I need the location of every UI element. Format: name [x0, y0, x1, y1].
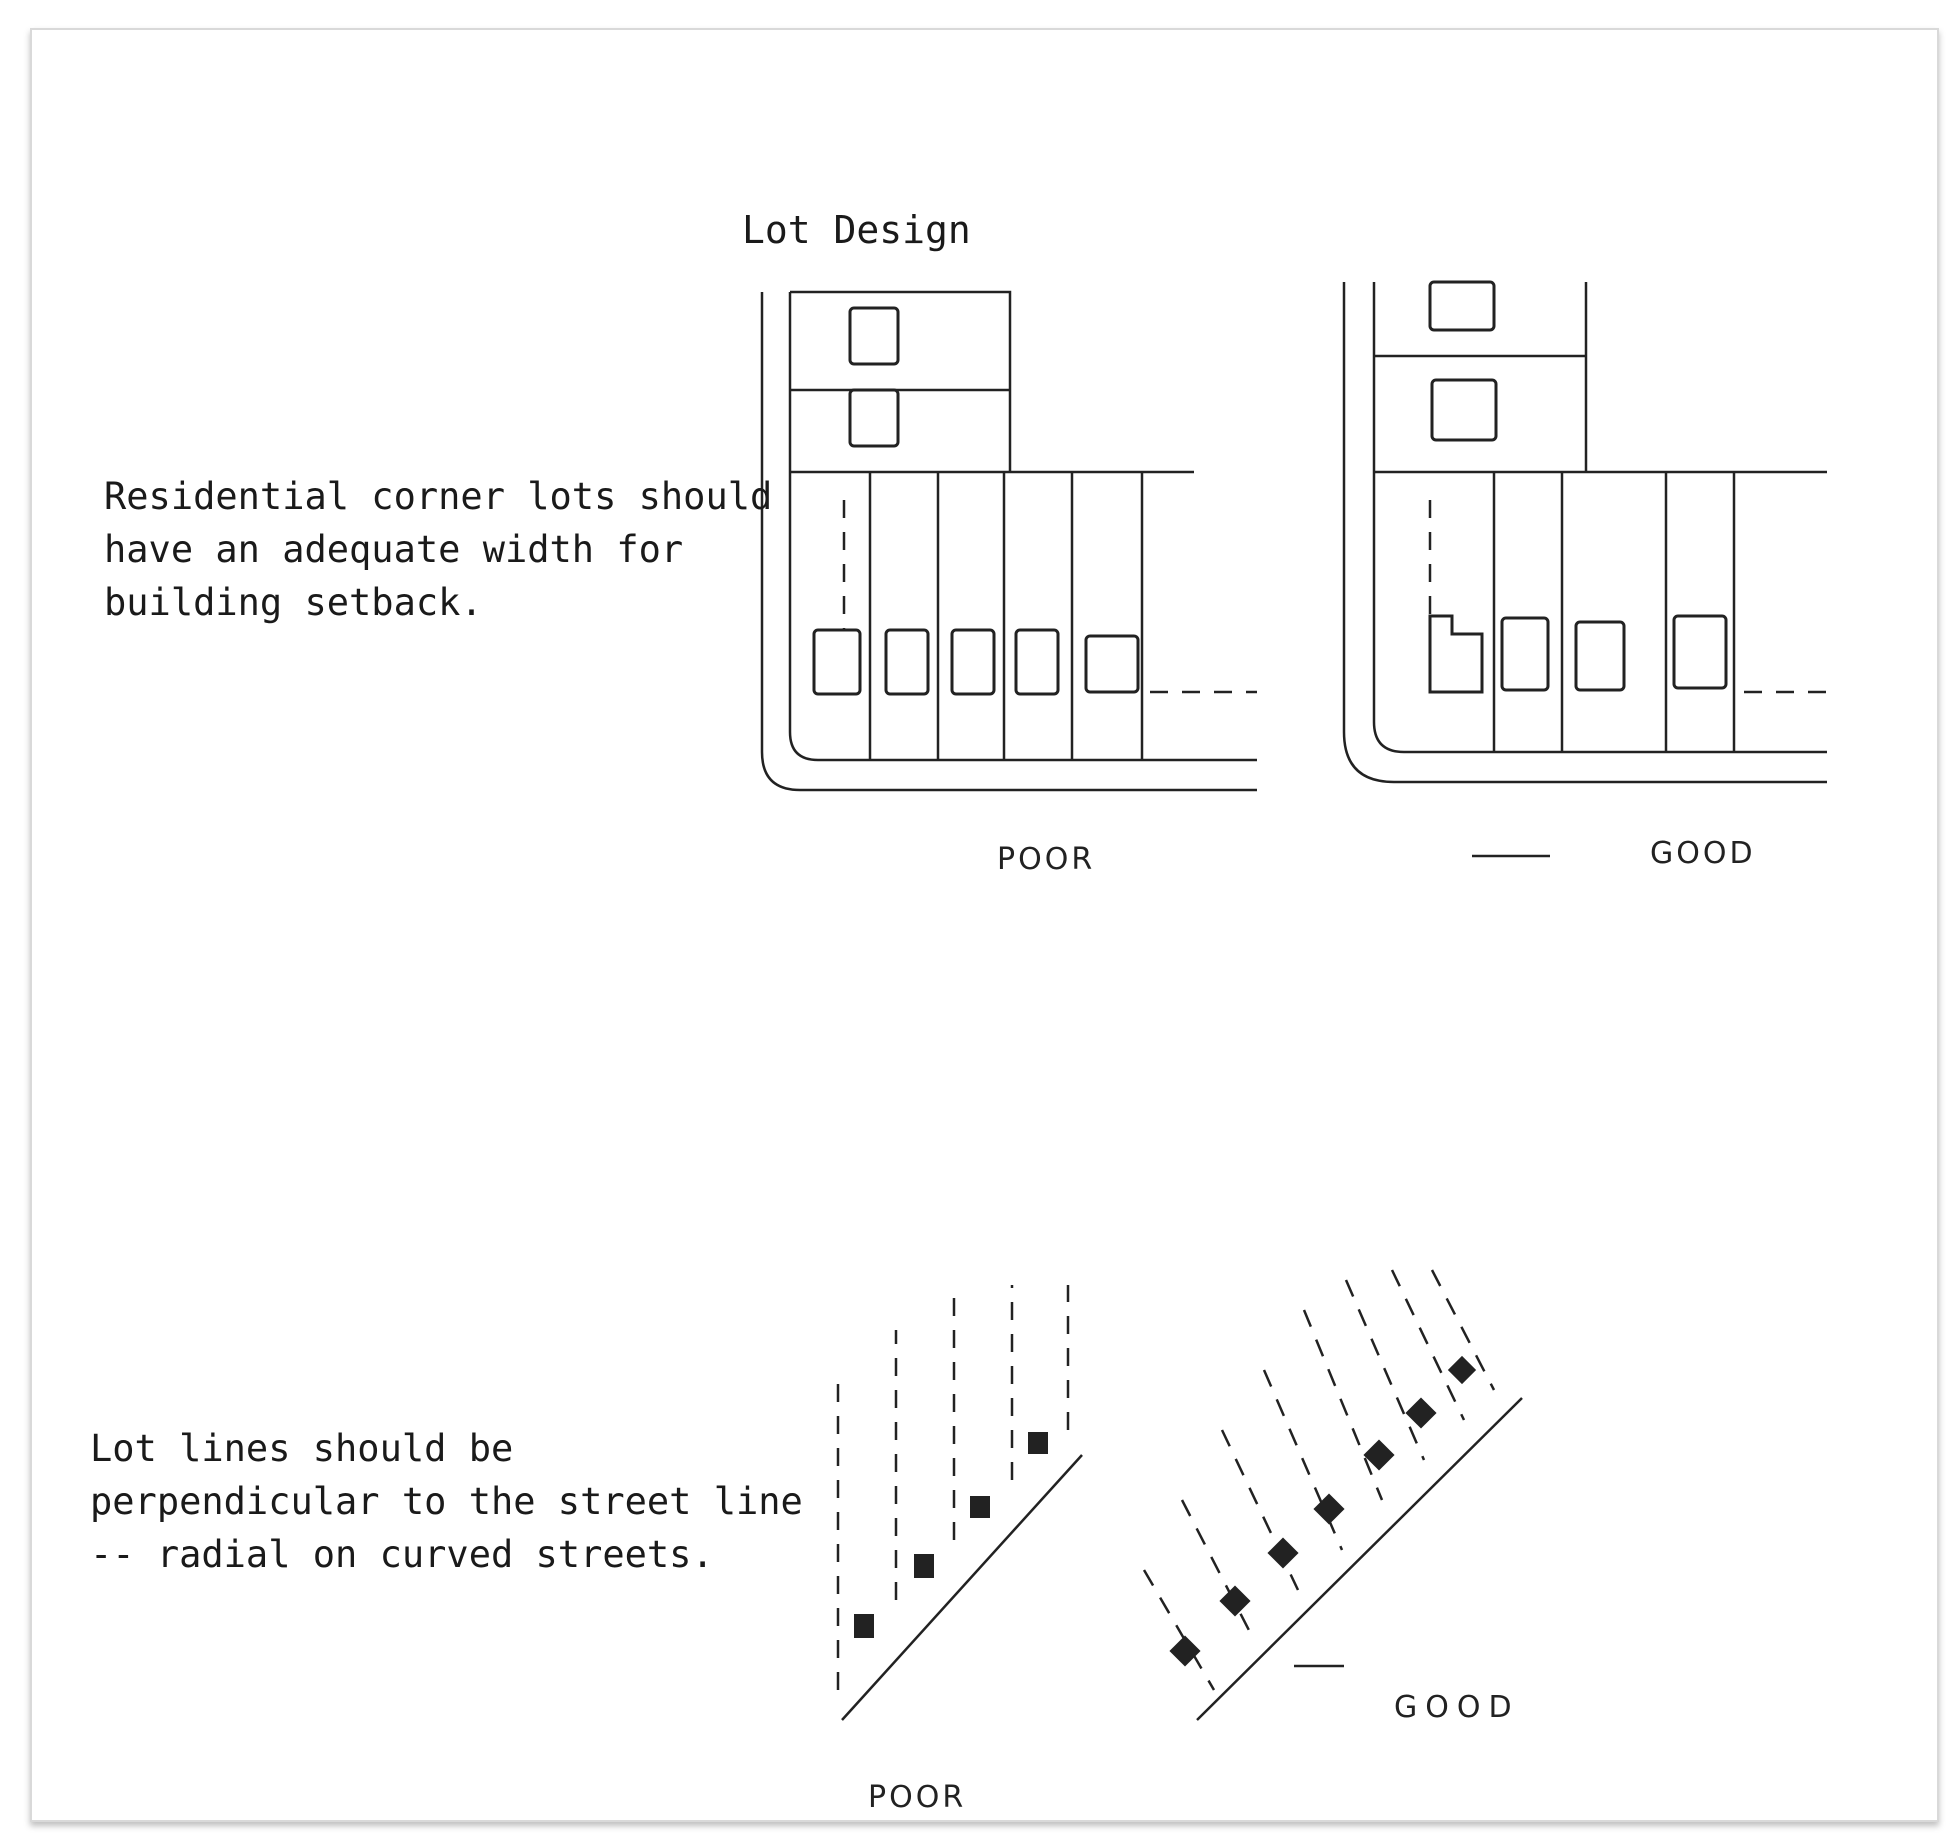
building-poor-3	[970, 1496, 990, 1518]
lot-lines-poor-diagram	[836, 1285, 1083, 1721]
corner-lot-poor-label: POOR	[997, 842, 1096, 877]
building-good-5	[1363, 1439, 1395, 1471]
street-outer-curb-good	[1342, 282, 1827, 784]
lot-line-good-c	[1220, 1429, 1300, 1591]
street-outer-curb-poor	[760, 292, 1257, 792]
corner-lot-good-label: GOOD	[1650, 836, 1756, 871]
street-inner-curb-poor	[788, 292, 1257, 762]
lot-line-good-e	[1302, 1309, 1384, 1501]
building-good-3	[1267, 1537, 1299, 1569]
building-poor-4	[1028, 1432, 1048, 1454]
lot-line-good-f	[1344, 1279, 1426, 1461]
building-good-7	[1447, 1355, 1477, 1385]
house-good-4	[1500, 616, 1550, 692]
lot-line-good-b	[1180, 1499, 1256, 1641]
house-poor-2	[848, 388, 900, 448]
lot-lines-caption: Lot lines should be perpendicular to the…	[90, 1427, 803, 1576]
house-poor-4	[884, 628, 930, 696]
building-good-1	[1169, 1635, 1201, 1667]
lot-lines-poor-label: POOR	[868, 1780, 967, 1815]
house-good-5	[1574, 620, 1626, 692]
corner-lot-poor-diagram	[760, 290, 1257, 792]
house-good-6	[1672, 614, 1728, 690]
building-good-4	[1313, 1493, 1345, 1525]
building-good-6	[1405, 1397, 1437, 1429]
house-good-3	[1428, 614, 1484, 694]
corner-lots-caption: Residential corner lots should have an a…	[104, 475, 773, 624]
lot-design-diagrams	[760, 280, 1827, 1721]
house-poor-7	[1084, 634, 1140, 694]
corner-lot-good-diagram	[1342, 280, 1827, 858]
house-poor-6	[1014, 628, 1060, 696]
page-title: Lot Design	[742, 208, 971, 252]
street-line-good	[1196, 1397, 1523, 1721]
building-good-2	[1219, 1585, 1251, 1617]
lot-lines-good-diagram	[1142, 1269, 1523, 1721]
lot-line-good-a	[1142, 1569, 1216, 1691]
building-poor-2	[914, 1554, 934, 1578]
street-line-poor	[841, 1454, 1083, 1721]
lot-line-good-h	[1430, 1269, 1496, 1391]
lot-line-good-g	[1390, 1269, 1466, 1421]
document-page: Lot Design Residential corner lots shoul…	[30, 28, 1939, 1822]
street-inner-curb-good	[1372, 282, 1827, 754]
rear-lot-boundary-poor	[790, 290, 1012, 472]
house-good-2	[1430, 378, 1498, 442]
house-poor-3	[812, 628, 862, 696]
house-poor-1	[848, 306, 900, 366]
house-good-1	[1428, 280, 1496, 332]
building-poor-1	[854, 1614, 874, 1638]
lot-lines-good-label: GOOD	[1394, 1690, 1520, 1725]
house-poor-5	[950, 628, 996, 696]
